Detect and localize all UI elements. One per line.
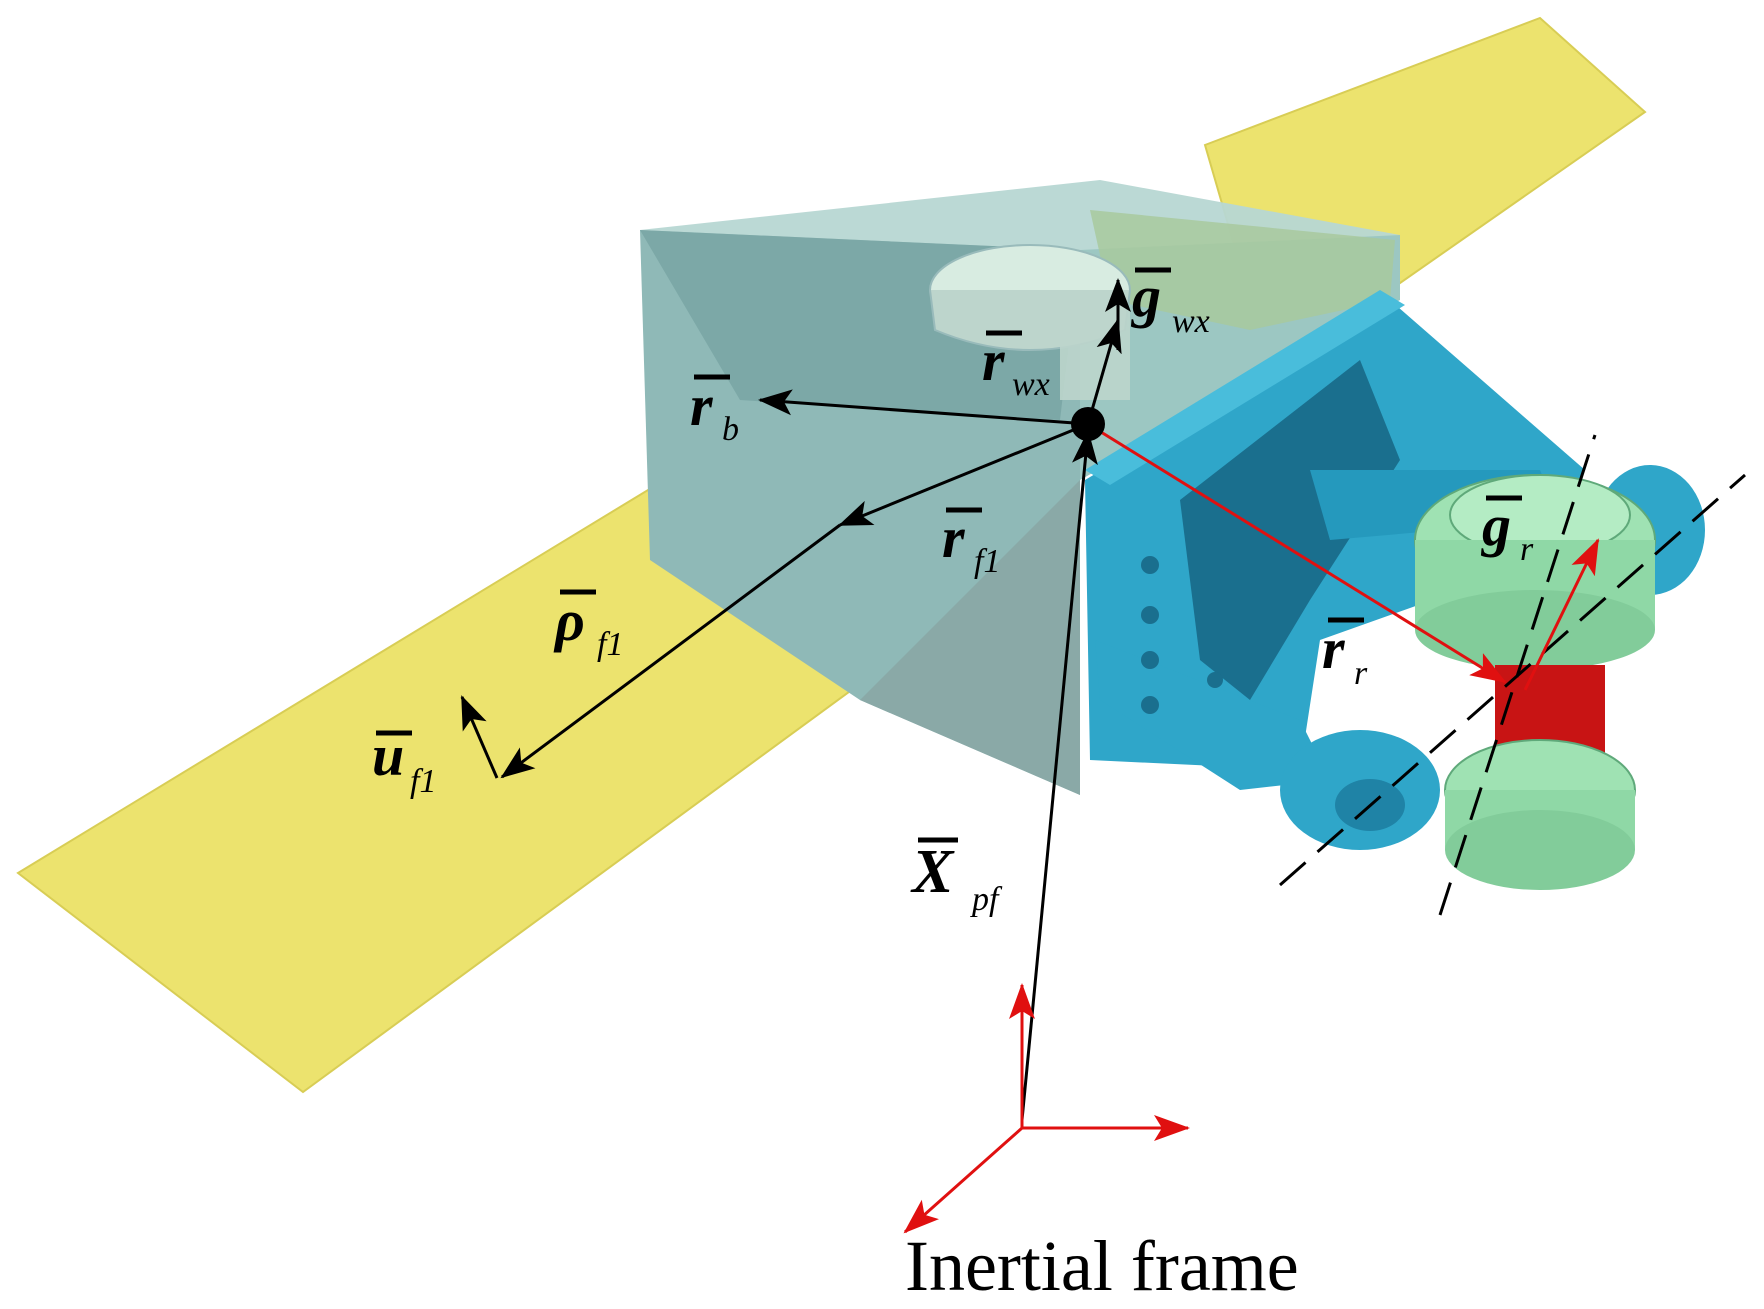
inertial-frame-triad	[903, 983, 1190, 1234]
svg-text:wx: wx	[1012, 366, 1050, 403]
label-r-r: r r	[1322, 616, 1368, 692]
center-of-mass-icon	[1071, 407, 1105, 441]
arm-top-bar	[1085, 290, 1405, 485]
svg-text:b: b	[722, 411, 739, 448]
svg-text:f1: f1	[597, 626, 623, 663]
arm-lower-link	[1095, 640, 1330, 790]
svg-text:r: r	[1520, 531, 1534, 568]
svg-text:u: u	[372, 723, 404, 788]
label-g-wx: g wx	[1130, 264, 1210, 340]
cube-side-panel	[1090, 210, 1395, 330]
label-r-b: r b	[690, 373, 739, 448]
label-u-f1: u f1	[372, 723, 436, 800]
joint-axis-dashed-2	[1438, 434, 1597, 916]
svg-text:wx: wx	[1172, 303, 1210, 340]
label-rho-f1: ρ f1	[553, 588, 623, 663]
label-r-wx: r wx	[982, 328, 1050, 403]
svg-text:X: X	[910, 838, 955, 906]
label-X-pf: X pf	[910, 837, 1003, 918]
joint-upper-bottom	[1415, 590, 1655, 670]
vector-rho-f1-arrow	[500, 523, 841, 779]
label-r-f1: r f1	[942, 505, 1000, 580]
vector-r-wx-arrow	[1086, 318, 1122, 425]
vector-r-b-arrow	[758, 389, 1089, 426]
svg-text:g: g	[1130, 264, 1161, 329]
label-g-r: g r	[1480, 493, 1534, 568]
inertial-frame-caption: Inertial frame	[905, 1226, 1299, 1306]
svg-text:pf: pf	[970, 881, 1003, 918]
cube-bottom-face	[860, 480, 1080, 795]
vector-r-f1-arrow	[838, 422, 1089, 527]
vector-r-r-arrow	[1087, 422, 1507, 684]
svg-text:r: r	[1354, 655, 1368, 692]
joint-axis-dashed-1	[1279, 473, 1746, 887]
joint-lower-bottom	[1445, 810, 1635, 890]
arm-inner-frame	[1180, 360, 1400, 700]
svg-text:ρ: ρ	[553, 588, 585, 653]
svg-text:f1: f1	[974, 543, 1000, 580]
svg-text:r: r	[982, 328, 1005, 393]
svg-text:g: g	[1480, 493, 1511, 558]
arm-bolts	[1141, 556, 1223, 714]
vector-u-f1-arrow	[460, 695, 499, 779]
svg-text:r: r	[942, 505, 965, 570]
svg-text:f1: f1	[410, 763, 436, 800]
svg-text:r: r	[1322, 616, 1345, 681]
vector-g-r-arrow	[1523, 538, 1600, 691]
svg-text:r: r	[690, 373, 713, 438]
